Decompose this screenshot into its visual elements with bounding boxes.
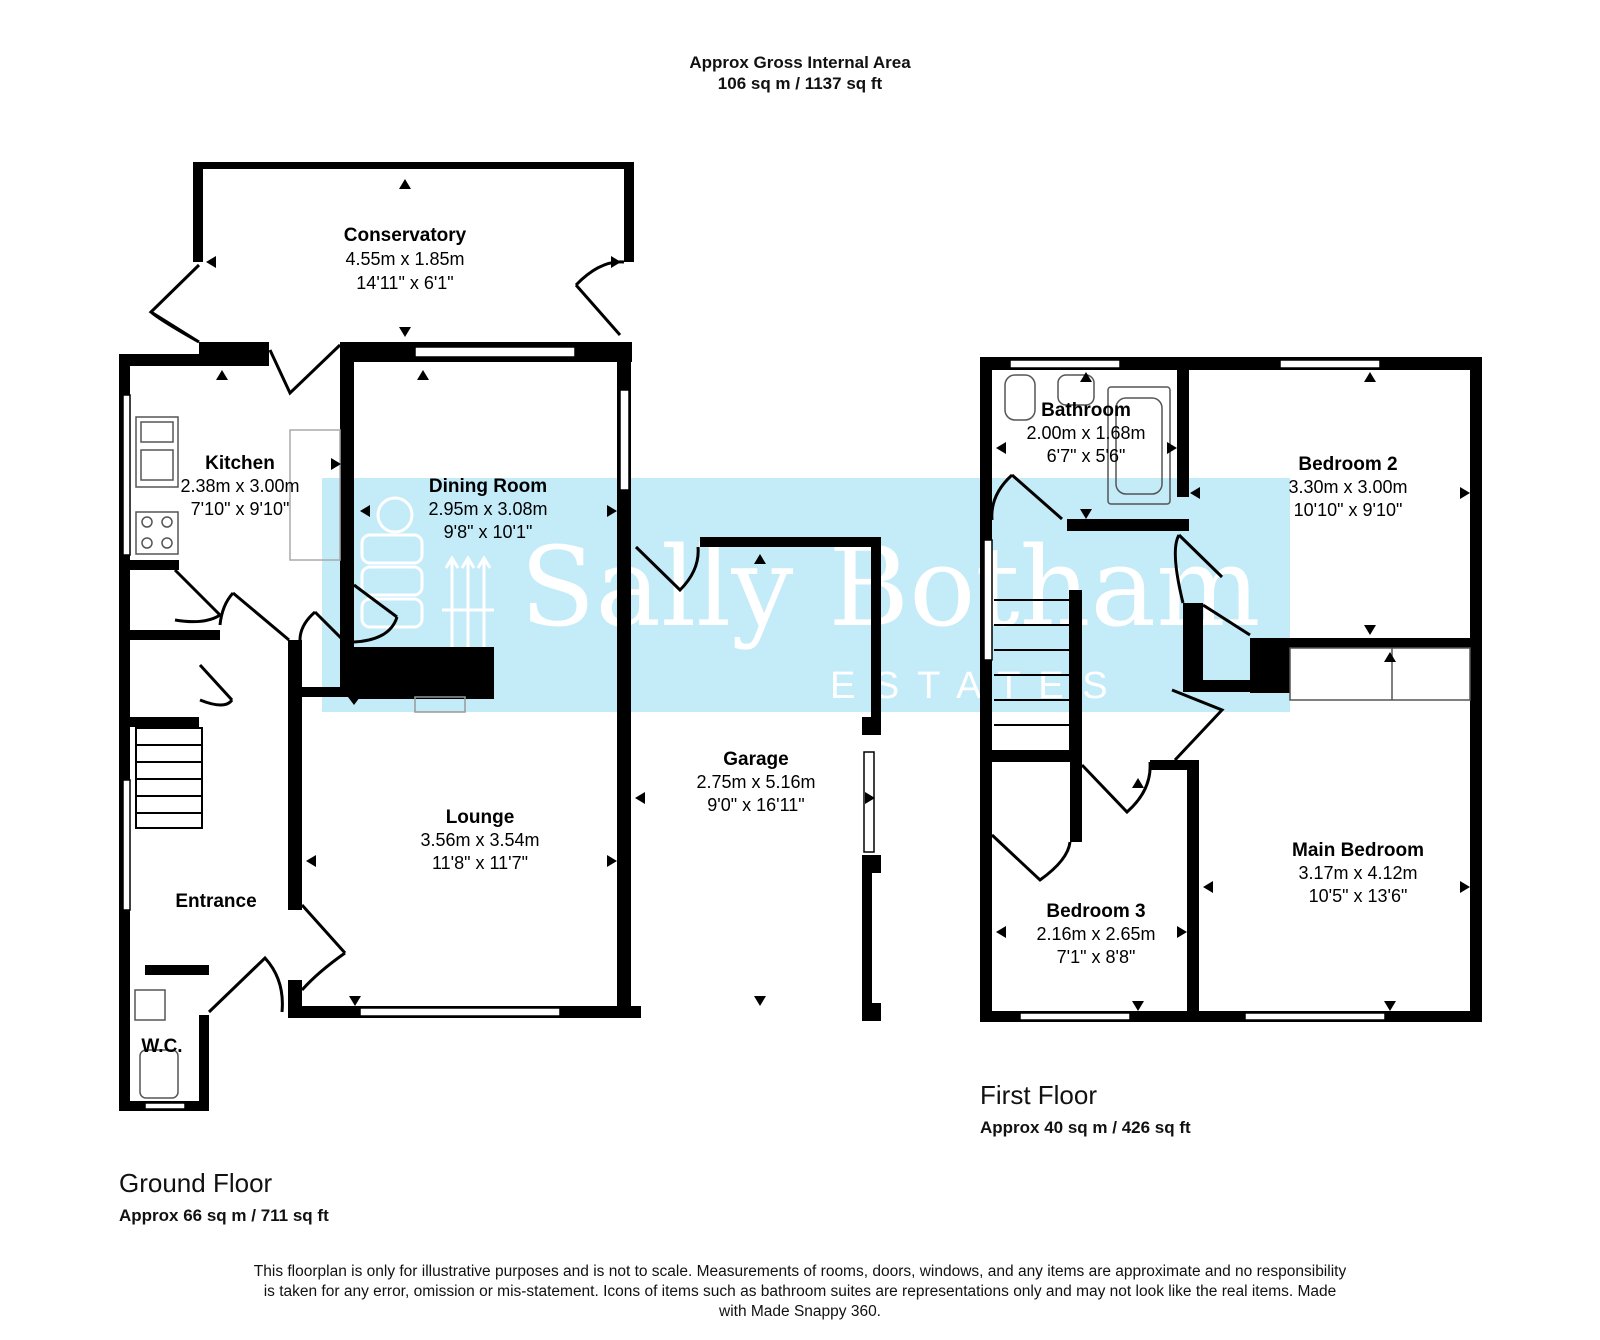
bedroom2-imperial: 10'10" x 9'10" bbox=[1294, 500, 1403, 520]
lounge-metric: 3.56m x 3.54m bbox=[420, 830, 539, 850]
main-bedroom-imperial: 10'5" x 13'6" bbox=[1309, 886, 1408, 906]
bathroom-imperial: 6'7" x 5'6" bbox=[1047, 446, 1126, 466]
room-bathroom: Bathroom 2.00m x 1.68m 6'7" x 5'6" bbox=[1026, 400, 1145, 466]
room-dining: Dining Room 2.95m x 3.08m 9'8" x 10'1" bbox=[428, 476, 547, 542]
ground-floor-fixtures bbox=[134, 416, 466, 1099]
watermark-name: Sally Botham bbox=[520, 523, 1260, 651]
room-bedroom3: Bedroom 3 2.16m x 2.65m 7'1" x 8'8" bbox=[1036, 901, 1155, 967]
first-floor-walls bbox=[980, 357, 1482, 1022]
ground-stairs bbox=[135, 727, 203, 829]
first-floor-area: Approx 40 sq m / 426 sq ft bbox=[980, 1118, 1191, 1137]
conservatory-name: Conservatory bbox=[344, 225, 467, 246]
room-conservatory: Conservatory 4.55m x 1.85m 14'11" x 6'1" bbox=[344, 225, 467, 293]
dimension-arrows bbox=[206, 179, 1470, 1011]
bedroom3-metric: 2.16m x 2.65m bbox=[1036, 924, 1155, 944]
conservatory-imperial: 14'11" x 6'1" bbox=[356, 273, 453, 293]
first-floor-label: First Floor bbox=[980, 1080, 1097, 1110]
room-lounge: Lounge 3.56m x 3.54m 11'8" x 11'7" bbox=[420, 807, 539, 873]
main-bedroom-metric: 3.17m x 4.12m bbox=[1298, 863, 1417, 883]
bedroom3-name: Bedroom 3 bbox=[1046, 901, 1145, 922]
worktop bbox=[289, 429, 341, 561]
garage-imperial: 9'0" x 16'11" bbox=[707, 795, 804, 815]
entrance-name: Entrance bbox=[175, 891, 256, 912]
dining-metric: 2.95m x 3.08m bbox=[428, 499, 547, 519]
room-kitchen: Kitchen 2.38m x 3.00m 7'10" x 9'10" bbox=[180, 453, 299, 519]
bedroom2-metric: 3.30m x 3.00m bbox=[1288, 477, 1407, 497]
disclaimer: This floorplan is only for illustrative … bbox=[253, 1263, 1347, 1320]
sink-icon bbox=[135, 416, 179, 488]
room-garage: Garage 2.75m x 5.16m 9'0" x 16'11" bbox=[696, 749, 815, 815]
kitchen-imperial: 7'10" x 9'10" bbox=[191, 499, 290, 519]
dining-name: Dining Room bbox=[429, 476, 547, 497]
lounge-imperial: 11'8" x 11'7" bbox=[432, 853, 528, 873]
wc-basin-icon bbox=[134, 989, 166, 1021]
garage-metric: 2.75m x 5.16m bbox=[696, 772, 815, 792]
wc-name: W.C. bbox=[141, 1036, 182, 1057]
bedroom3-imperial: 7'1" x 8'8" bbox=[1057, 947, 1136, 967]
room-labels: Conservatory 4.55m x 1.85m 14'11" x 6'1"… bbox=[141, 225, 1424, 1057]
room-main-bedroom: Main Bedroom 3.17m x 4.12m 10'5" x 13'6" bbox=[1292, 840, 1424, 906]
ground-floor-area: Approx 66 sq m / 711 sq ft bbox=[119, 1206, 329, 1225]
main-bedroom-name: Main Bedroom bbox=[1292, 840, 1424, 861]
kitchen-name: Kitchen bbox=[205, 453, 275, 474]
lounge-name: Lounge bbox=[446, 807, 515, 828]
first-floor-fixtures bbox=[994, 374, 1471, 750]
dining-imperial: 9'8" x 10'1" bbox=[444, 522, 533, 542]
watermark-logo-icon bbox=[360, 496, 494, 660]
bathroom-basin-icon bbox=[1057, 374, 1095, 406]
gross-area-title: Approx Gross Internal Area bbox=[689, 53, 911, 72]
first-floor-stairs bbox=[994, 590, 1071, 750]
ground-floor-windows bbox=[122, 346, 875, 1110]
first-floor-doors bbox=[990, 473, 1251, 882]
wardrobe bbox=[1289, 647, 1471, 701]
conservatory-metric: 4.55m x 1.85m bbox=[345, 249, 464, 269]
hearth bbox=[414, 696, 466, 713]
kitchen-metric: 2.38m x 3.00m bbox=[180, 476, 299, 496]
bedroom2-name: Bedroom 2 bbox=[1298, 454, 1397, 475]
wc-toilet-icon bbox=[139, 1049, 179, 1099]
bathroom-toilet-icon bbox=[1004, 374, 1036, 421]
room-bedroom2: Bedroom 2 3.30m x 3.00m 10'10" x 9'10" bbox=[1288, 454, 1407, 520]
ground-floor-label: Ground Floor bbox=[119, 1168, 273, 1198]
gross-area-value: 106 sq m / 1137 sq ft bbox=[717, 74, 883, 93]
garage-name: Garage bbox=[723, 749, 788, 770]
bathroom-name: Bathroom bbox=[1041, 400, 1131, 421]
first-floor-windows bbox=[983, 359, 1386, 1021]
hob-icon bbox=[135, 511, 179, 555]
bathroom-metric: 2.00m x 1.68m bbox=[1026, 423, 1145, 443]
